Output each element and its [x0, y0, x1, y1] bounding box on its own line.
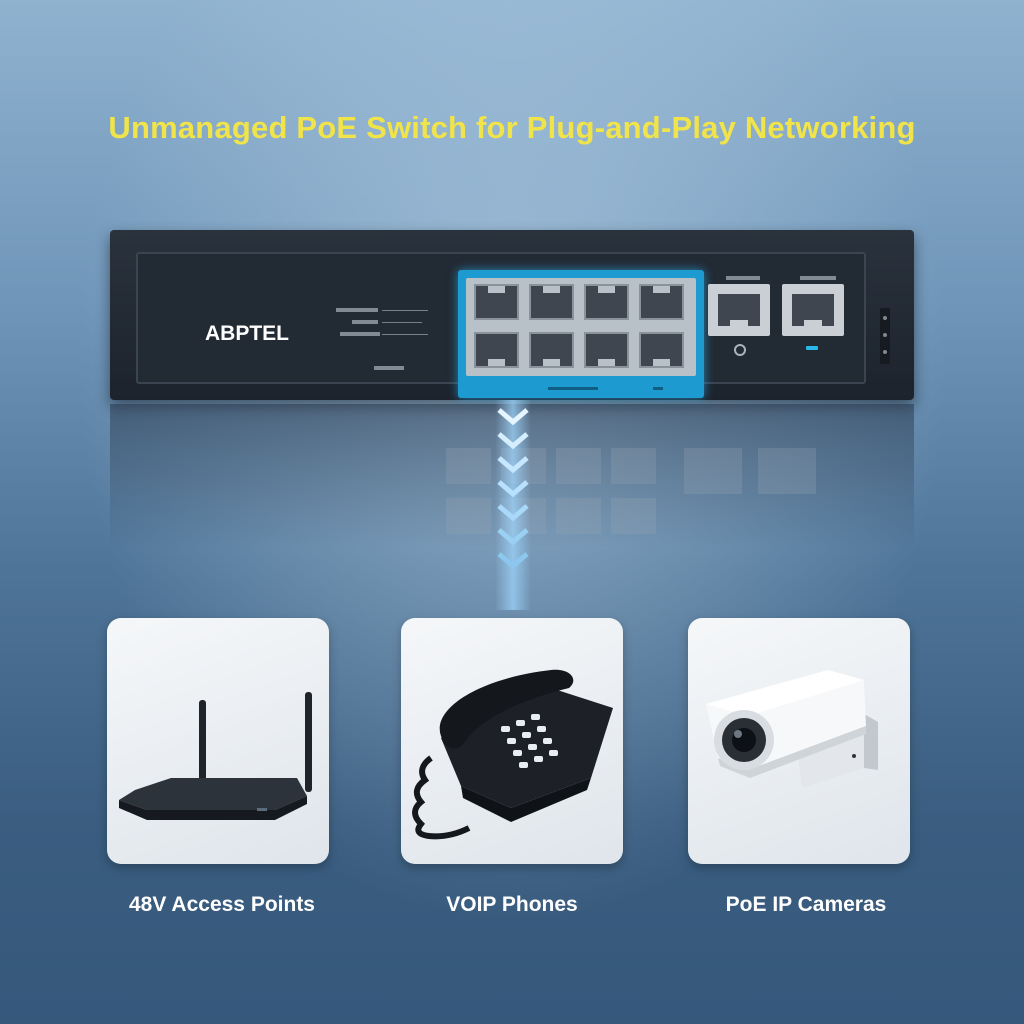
- panel-marking: [340, 332, 380, 336]
- panel-marking: [352, 320, 378, 324]
- poe-port[interactable]: [639, 284, 684, 320]
- panel-line: [382, 310, 428, 311]
- brand-logo: ABPTEL: [205, 322, 289, 345]
- panel-marking: [800, 276, 836, 280]
- card-label-access-point: 48V Access Points: [129, 893, 315, 916]
- access-point-router-icon: [119, 692, 312, 820]
- poe-port[interactable]: [474, 332, 519, 368]
- panel-marking: [726, 276, 760, 280]
- card-ip-camera: [688, 618, 910, 864]
- card-voip-phone: [401, 618, 623, 864]
- desk-phone-icon: [412, 669, 613, 840]
- card-label-ip-camera: PoE IP Cameras: [725, 893, 887, 916]
- card-label-voip-phone: VOIP Phones: [446, 893, 578, 916]
- panel-marking: [336, 308, 378, 312]
- panel-marking: [374, 366, 404, 370]
- chevron-down-icon: [497, 552, 529, 570]
- port-led-strip: [458, 386, 704, 392]
- headline: Unmanaged PoE Switch for Plug-and-Play N…: [108, 110, 916, 145]
- poe-port[interactable]: [584, 332, 629, 368]
- card-access-point: [107, 618, 329, 864]
- uplink-port[interactable]: [708, 284, 770, 336]
- status-led-icon: [806, 346, 818, 350]
- poe-switch: ABPTEL: [110, 230, 914, 400]
- chevron-down-icon: [497, 528, 529, 546]
- poe-port[interactable]: [584, 284, 629, 320]
- power-flow-arrow: [495, 400, 531, 610]
- poe-port-panel: [458, 270, 704, 398]
- reset-button-icon[interactable]: [734, 344, 746, 356]
- side-indicator-strip: [880, 308, 890, 364]
- ip-camera-icon: [706, 670, 878, 788]
- chevron-down-icon: [497, 480, 529, 498]
- chevron-down-icon: [497, 432, 529, 450]
- poe-port-block: [466, 278, 696, 376]
- poe-port[interactable]: [529, 284, 574, 320]
- panel-line: [382, 322, 422, 323]
- switch-faceplate: ABPTEL: [136, 252, 866, 398]
- chevron-down-icon: [497, 408, 529, 426]
- poe-port[interactable]: [474, 284, 519, 320]
- uplink-port[interactable]: [782, 284, 844, 336]
- chevron-down-icon: [497, 504, 529, 522]
- poe-port[interactable]: [639, 332, 684, 368]
- panel-line: [382, 334, 428, 335]
- chevron-down-icon: [497, 456, 529, 474]
- poe-port[interactable]: [529, 332, 574, 368]
